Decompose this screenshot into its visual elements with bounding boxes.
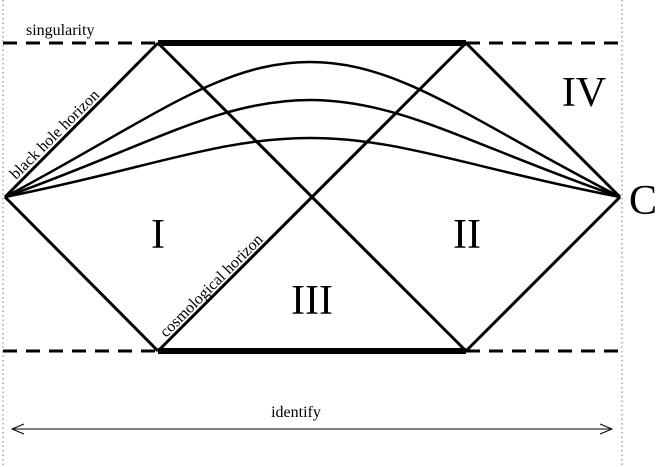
cosmological-horizon-line [156,41,468,353]
identify-arrow-left-head [10,423,25,435]
spacelike-curve-top [4,60,621,199]
region-3-label: III [291,278,333,324]
right-upper-horizon-line [464,41,622,199]
spacelike-curve-middle [4,98,621,199]
spacelike-curve-bottom [4,136,621,199]
right-lower-horizon-line [464,195,622,353]
region-4-label: IV [562,70,606,116]
region-1-label: I [151,212,165,258]
singularity-label: singularity [26,22,94,39]
left-lower-horizon-line [3,195,160,353]
identify-label: identify [271,404,321,421]
region-2-label: II [453,212,481,258]
identify-arrow-right-head [599,423,614,435]
black-hole-horizon-line [3,41,160,199]
cosmological-horizon-label: cosmological horizon [157,231,267,341]
point-c-label: C [629,178,657,224]
